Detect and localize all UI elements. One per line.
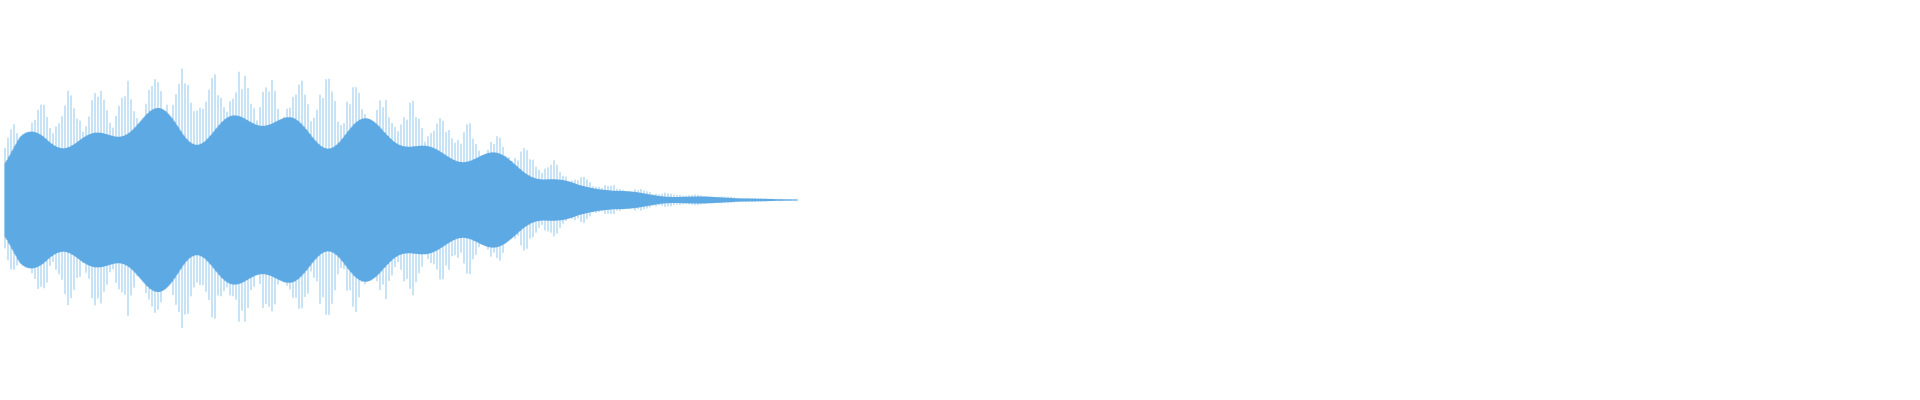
waveform-signal (4, 68, 798, 328)
waveform-peaks (4, 68, 798, 328)
